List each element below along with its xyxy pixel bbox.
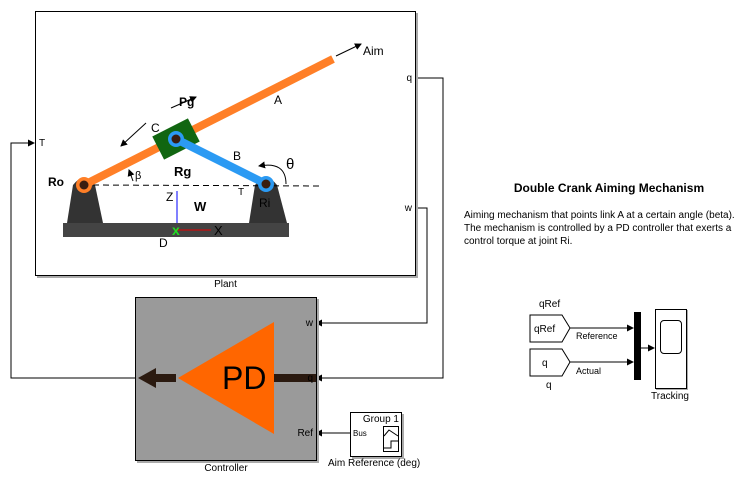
link-b — [174, 135, 268, 188]
svg-text:X: X — [214, 223, 223, 238]
svg-text:Rg: Rg — [174, 164, 191, 179]
bus-port: Bus — [353, 429, 367, 438]
signal-builder-icon — [383, 426, 399, 452]
svg-text:Ri: Ri — [259, 196, 270, 210]
wire-q — [315, 77, 444, 382]
controller-label: Controller — [204, 463, 248, 474]
svg-text:x: x — [172, 222, 180, 238]
group-label: Group 1 — [362, 414, 399, 425]
mechanism-diagram: x Aim A Pg C B θ Ro β Rg Ri T Z W X D — [48, 43, 384, 250]
svg-text:Ro: Ro — [48, 175, 64, 189]
svg-text:θ: θ — [286, 156, 294, 173]
pedestal-left — [67, 178, 103, 223]
signal-reference-label: Reference — [576, 331, 618, 341]
svg-text:qRef: qRef — [534, 324, 555, 335]
controller-block[interactable]: PD w q Ref — [135, 297, 317, 461]
svg-text:A: A — [274, 93, 282, 107]
base-plate — [63, 223, 289, 237]
pedestal-right — [249, 178, 287, 223]
svg-text:PD: PD — [222, 360, 266, 396]
port-t: T — [39, 138, 46, 149]
svg-text:D: D — [159, 236, 168, 250]
pd-icon: PD — [138, 322, 316, 434]
tracking-scope-block[interactable] — [655, 309, 687, 389]
tracking-scope-label: Tracking — [651, 391, 689, 402]
from-qref-block[interactable]: qRef — [529, 314, 573, 344]
port-w: w — [305, 318, 313, 329]
svg-text:B: B — [233, 149, 241, 163]
plant-block[interactable]: x Aim A Pg C B θ Ro β Rg Ri T Z W X D T … — [35, 11, 416, 276]
wire-w — [315, 207, 428, 327]
svg-text:Aim: Aim — [363, 44, 384, 58]
link-a — [82, 55, 335, 189]
port-q: q — [307, 373, 313, 384]
from-qref-label: qRef — [539, 299, 561, 310]
svg-text:W: W — [194, 199, 207, 214]
wire-t — [10, 139, 135, 379]
aim-reference-label: Aim Reference (deg) — [328, 458, 421, 469]
signal-actual-label: Actual — [576, 366, 602, 376]
port-w: w — [404, 203, 412, 214]
annotation-body: Aiming mechanism that points link A at a… — [464, 210, 735, 247]
from-q-label: q — [546, 380, 552, 391]
from-q-block[interactable]: q — [529, 348, 573, 378]
mux-block[interactable] — [634, 312, 641, 380]
svg-text:T: T — [238, 187, 244, 198]
port-q: q — [406, 73, 412, 84]
annotation-title: Double Crank Aiming Mechanism — [513, 181, 705, 195]
svg-text:β: β — [135, 170, 141, 182]
svg-text:C: C — [151, 121, 160, 135]
svg-text:Z: Z — [166, 190, 173, 204]
svg-text:Pg: Pg — [179, 95, 194, 109]
aim-reference-block[interactable]: Group 1 Bus — [350, 412, 402, 457]
svg-text:q: q — [542, 358, 548, 369]
port-ref: Ref — [297, 428, 313, 439]
plant-label: Plant — [214, 279, 237, 290]
scope-screen-icon — [660, 320, 682, 354]
